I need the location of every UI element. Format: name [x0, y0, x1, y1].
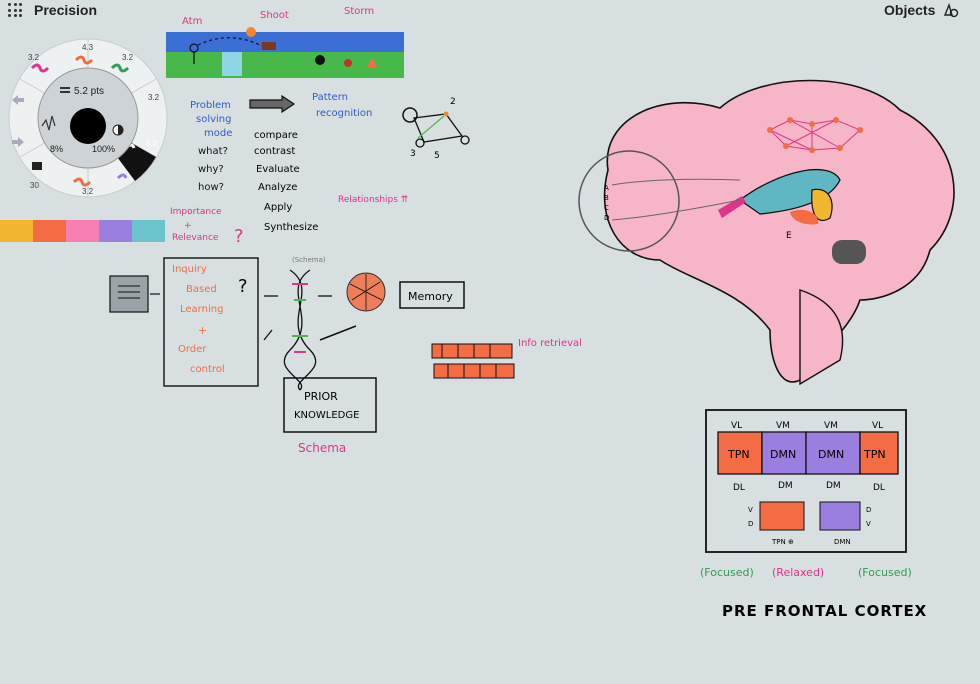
bloom-apply: Apply: [264, 202, 292, 213]
story-sketch: Atm Shoot Storm: [166, 6, 404, 78]
pfc-box-dmn-1: DMN: [770, 448, 796, 461]
note-question: ?: [234, 226, 244, 247]
note-what: what?: [198, 146, 228, 157]
pfc-diagram: VL VM VM VL TPN DMN DMN TPN DL DM DM DL …: [700, 409, 927, 620]
color-swatch-orange[interactable]: [33, 220, 66, 242]
inquiry-line-2: Based: [186, 284, 217, 295]
size-label-upper-left: 3.2: [28, 53, 40, 62]
node-label-2: 2: [450, 97, 456, 107]
note-relationships: Relationships ⇈: [338, 195, 409, 205]
pfc-side-d2: D: [866, 506, 871, 514]
node-label-5: 5: [434, 151, 440, 161]
pfc-top-label-2: VM: [776, 421, 790, 431]
bloom-analyze: Analyze: [258, 182, 297, 193]
pfc-side-d1: D: [748, 520, 753, 528]
bloom-evaluate: Evaluate: [256, 164, 300, 175]
color-swatch-pink[interactable]: [66, 220, 99, 242]
document-title[interactable]: Precision: [34, 2, 98, 18]
note-why: why?: [198, 164, 224, 175]
size-label-right: 3.2: [148, 93, 160, 102]
pfc-top-label-4: VL: [872, 421, 883, 431]
pfc-side-v2: V: [866, 520, 871, 528]
graph-sketch: 2 3 5: [402, 97, 470, 161]
color-palette: [0, 220, 165, 242]
pfc-bottom-label-1: DL: [733, 483, 745, 493]
memory-label: Memory: [408, 290, 453, 303]
top-bar: Precision Objects: [0, 0, 980, 22]
knowledge-label: KNOWLEDGE: [294, 410, 359, 421]
pfc-bottom-label-2: DM: [778, 481, 793, 491]
size-label-bottom: 3.2: [82, 187, 94, 196]
note-pattern: Pattern: [312, 92, 348, 103]
pfc-mini-tpn: TPN ⊕: [771, 538, 794, 546]
pfc-top-label-1: VL: [731, 421, 742, 431]
story-label-storm: Storm: [344, 6, 374, 17]
pfc-mini-dmn: DMN: [834, 538, 851, 546]
pfc-box-tpn-left: TPN: [727, 448, 750, 461]
bloom-compare: compare: [254, 130, 298, 141]
pfc-side-v1: V: [748, 506, 753, 514]
bloom-synthesize: Synthesize: [264, 222, 318, 233]
bloom-contrast: contrast: [254, 146, 295, 157]
story-label-shoot: Shoot: [260, 10, 289, 21]
inquiry-sketch: Inquiry Based Learning + Order control ?…: [109, 256, 465, 455]
pfc-bottom-label-4: DL: [873, 483, 885, 493]
note-importance: Importance: [170, 207, 222, 217]
pfc-bottom-label-3: DM: [826, 481, 841, 491]
info-retrieval-label: Info retrieval: [518, 338, 582, 349]
pfc-box-tpn-right: TPN: [863, 448, 886, 461]
size-label-active: 5.2: [146, 139, 158, 148]
pfc-box-dmn-2: DMN: [818, 448, 844, 461]
inquiry-line-5: Order: [178, 344, 207, 355]
note-mode: mode: [204, 128, 232, 139]
note-plus: +: [184, 221, 192, 231]
note-recognition: recognition: [316, 108, 372, 119]
objects-button[interactable]: Objects: [884, 2, 936, 18]
color-swatch-teal[interactable]: [132, 220, 165, 242]
prior-label: PRIOR: [304, 390, 338, 403]
note-problem: Problem: [190, 100, 231, 111]
brain-sketch: A B C D E: [578, 79, 955, 386]
size-label-top: 4.3: [82, 43, 94, 52]
brain-letter-a: A: [604, 184, 609, 192]
brain-letter-d: D: [604, 214, 609, 222]
inquiry-line-1: Inquiry: [172, 264, 207, 275]
state-focused-2: (Focused): [858, 566, 912, 579]
color-swatch-purple[interactable]: [99, 220, 132, 242]
shapes-icon[interactable]: [943, 2, 959, 18]
app-grid-icon[interactable]: [8, 3, 22, 17]
note-relevance: Relevance: [172, 233, 219, 243]
smoothing-readout: 8%: [50, 144, 63, 154]
story-label-atm: Atm: [182, 16, 202, 27]
state-relaxed: (Relaxed): [772, 566, 824, 579]
dna-caption: (Schema): [292, 256, 326, 264]
problem-solving-notes: Problem solving mode what? why? how? Pat…: [170, 92, 409, 247]
pfc-top-label-3: VM: [824, 421, 838, 431]
note-how: how?: [198, 182, 224, 193]
opacity-readout: 100%: [92, 144, 115, 154]
stroke-size-readout: 5.2 pts: [74, 86, 104, 97]
color-swatch-yellow[interactable]: [0, 220, 33, 242]
inquiry-line-6: control: [190, 364, 225, 375]
pfc-title: PRE FRONTAL CORTEX: [722, 602, 927, 620]
state-focused-1: (Focused): [700, 566, 754, 579]
node-label-3: 3: [410, 149, 416, 159]
size-label-upper-right: 3.2: [122, 53, 134, 62]
tool-wheel[interactable]: 4.3 3.2 3.2 3.2 3.2 30 5.2 5.2 pts 8% 10…: [8, 38, 168, 198]
inquiry-line-3: Learning: [180, 304, 223, 315]
schema-label: Schema: [298, 441, 346, 455]
info-retrieval-sketch: Info retrieval: [431, 338, 582, 379]
inquiry-question: ?: [238, 276, 248, 297]
brain-letter-c: C: [604, 204, 609, 212]
brain-letter-b: B: [604, 194, 609, 202]
size-label-lower-left: 30: [30, 181, 39, 190]
brain-letter-e: E: [786, 231, 792, 241]
inquiry-line-plus: +: [198, 324, 207, 337]
note-solving: solving: [196, 114, 232, 125]
